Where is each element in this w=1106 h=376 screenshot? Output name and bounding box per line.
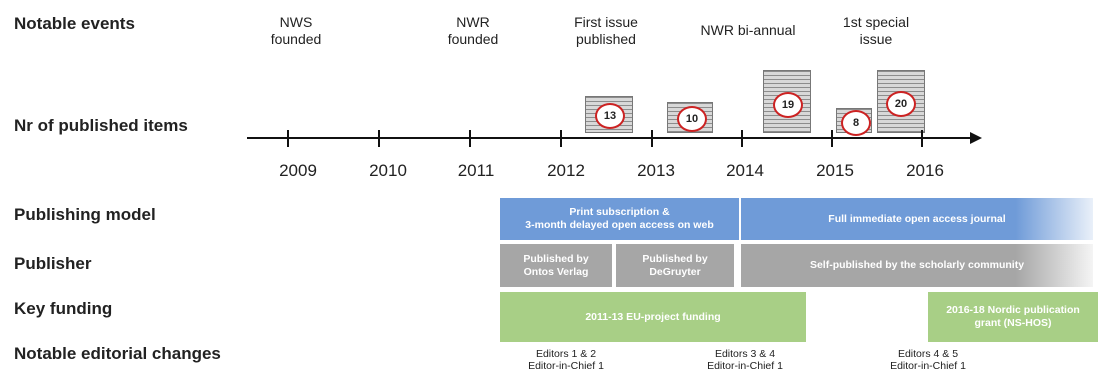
event-nwr-biannual: NWR bi-annual bbox=[700, 22, 796, 38]
axis-tick bbox=[378, 130, 380, 147]
row-label-key-funding: Key funding bbox=[14, 299, 113, 318]
axis-tick bbox=[287, 130, 289, 147]
bar-open-access: Full immediate open access journal bbox=[741, 198, 1093, 240]
year-label: 2013 bbox=[637, 161, 675, 180]
axis-tick bbox=[921, 130, 923, 147]
axis-tick bbox=[651, 130, 653, 147]
year-label: 2016 bbox=[906, 161, 944, 180]
year-label: 2012 bbox=[547, 161, 585, 180]
bar-eu-funding: 2011-13 EU-project funding bbox=[500, 292, 806, 342]
event-nwr-founded: NWR founded bbox=[447, 14, 499, 47]
year-label: 2014 bbox=[726, 161, 764, 180]
bar-publisher-degruyter: Published by DeGruyter bbox=[616, 244, 734, 287]
count-badge: 20 bbox=[886, 91, 916, 117]
axis-tick bbox=[831, 130, 833, 147]
bar-print-subscription: Print subscription & 3-month delayed ope… bbox=[500, 198, 739, 240]
axis-tick bbox=[469, 130, 471, 147]
count-badge: 10 bbox=[677, 106, 707, 132]
year-label: 2015 bbox=[816, 161, 854, 180]
timeline-axis bbox=[247, 137, 972, 139]
axis-arrowhead bbox=[970, 132, 982, 144]
editorial-change: Editors 1 & 2 Editor-in-Chief 1 bbox=[528, 348, 604, 372]
event-nws-founded: NWS founded bbox=[270, 14, 322, 47]
count-badge: 13 bbox=[595, 103, 625, 129]
row-label-notable-events: Notable events bbox=[14, 14, 135, 33]
count-badge: 8 bbox=[841, 110, 871, 136]
year-label: 2011 bbox=[457, 161, 495, 180]
year-label: 2009 bbox=[279, 161, 317, 180]
editorial-change: Editors 4 & 5 Editor-in-Chief 1 bbox=[890, 348, 966, 372]
bar-publisher-ontos: Published by Ontos Verlag bbox=[500, 244, 612, 287]
event-first-special-issue: 1st special issue bbox=[842, 14, 910, 47]
year-label: 2010 bbox=[369, 161, 407, 180]
row-label-publishing-model: Publishing model bbox=[14, 205, 156, 224]
bar-nordic-grant: 2016-18 Nordic publication grant (NS-HOS… bbox=[928, 292, 1098, 342]
bar-self-published: Self-published by the scholarly communit… bbox=[741, 244, 1093, 287]
axis-tick bbox=[560, 130, 562, 147]
editorial-change: Editors 3 & 4 Editor-in-Chief 1 bbox=[707, 348, 783, 372]
row-label-published-items: Nr of published items bbox=[14, 116, 188, 135]
row-label-publisher: Publisher bbox=[14, 254, 92, 273]
axis-tick bbox=[741, 130, 743, 147]
event-first-issue: First issue published bbox=[574, 14, 638, 47]
count-badge: 19 bbox=[773, 92, 803, 118]
row-label-editorial-changes: Notable editorial changes bbox=[14, 344, 221, 363]
